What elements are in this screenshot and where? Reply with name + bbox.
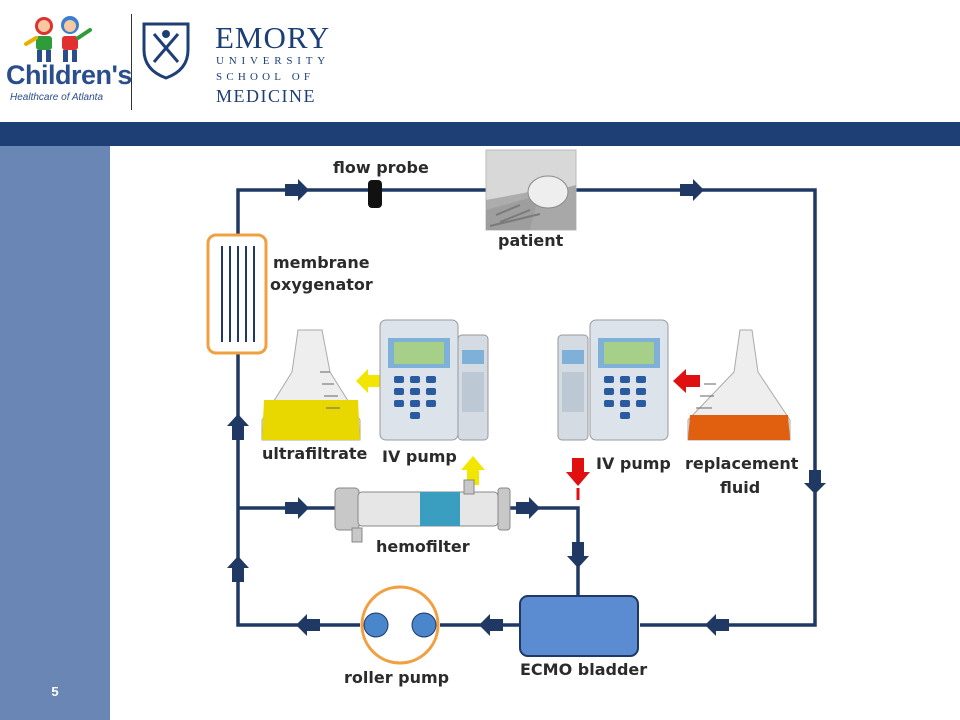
emory-wordmark: EMORY — [215, 20, 331, 55]
ultrafiltrate-bag-icon — [261, 329, 361, 441]
ultrafiltrate-arrow-icon — [356, 369, 380, 393]
label-fluid: fluid — [720, 478, 761, 497]
arrow-left-bottom-3 — [296, 614, 320, 636]
header-band — [0, 122, 960, 146]
label-replacement: replacement — [685, 454, 799, 473]
patient-photo-icon — [485, 149, 577, 231]
label-roller-pump: roller pump — [344, 668, 450, 687]
membrane-oxygenator-icon — [206, 233, 268, 355]
emory-medicine: MEDICINE — [216, 86, 316, 106]
childrens-logo-subtitle: Healthcare of Atlanta — [10, 92, 104, 103]
replacement-arrow-icon — [673, 369, 700, 393]
arrow-right-top-1 — [285, 179, 309, 201]
label-oxygenator: oxygenator — [270, 275, 373, 294]
label-patient: patient — [498, 231, 564, 250]
arrow-right-top-2 — [680, 179, 704, 201]
ultrafiltrate-up-arrow-icon — [461, 456, 485, 485]
flow-probe-icon — [368, 180, 382, 208]
childrens-logo-figures-icon — [24, 16, 92, 62]
arrow-right-hemofilter-in — [285, 497, 309, 519]
arrow-left-bottom-2 — [479, 614, 503, 636]
emory-school-of: SCHOOL OF — [216, 71, 315, 83]
left-iv-pump-icon — [379, 319, 489, 441]
label-ultrafiltrate: ultrafiltrate — [262, 444, 368, 463]
line-hemofilter-to-bladder — [508, 506, 580, 595]
right-iv-pump-icon — [557, 319, 669, 441]
arrow-up-left-2 — [227, 414, 249, 440]
childrens-logo-text: Children's — [6, 60, 132, 90]
flow-arrows — [227, 179, 826, 636]
roller-pump-icon — [360, 585, 440, 665]
arrow-up-left-1 — [227, 556, 249, 582]
arrow-left-bottom-1 — [705, 614, 729, 636]
label-iv-pump-left: IV pump — [382, 447, 457, 466]
emory-university: UNIVERSITY — [216, 55, 330, 67]
label-iv-pump-right: IV pump — [596, 454, 671, 473]
arrow-right-hemofilter-out — [516, 497, 540, 519]
ecmo-bladder-icon — [519, 595, 639, 657]
slide-header: Children's Healthcare of Atlanta EMORY U… — [0, 0, 960, 122]
slide-number: 5 — [51, 684, 59, 699]
logo-divider — [131, 14, 132, 110]
hemofilter-icon — [334, 479, 511, 543]
label-flow-probe: flow probe — [333, 158, 429, 177]
emory-shield-icon — [142, 22, 190, 80]
label-membrane: membrane — [273, 253, 370, 272]
label-ecmo-bladder: ECMO bladder — [520, 660, 648, 679]
replacement-down-arrow-icon — [566, 458, 590, 486]
arrow-down-right — [804, 470, 826, 494]
label-hemofilter: hemofilter — [376, 537, 470, 556]
arrow-down-to-bladder — [567, 542, 589, 568]
left-sidebar — [0, 146, 110, 720]
replacement-fluid-bag-icon — [687, 329, 791, 441]
